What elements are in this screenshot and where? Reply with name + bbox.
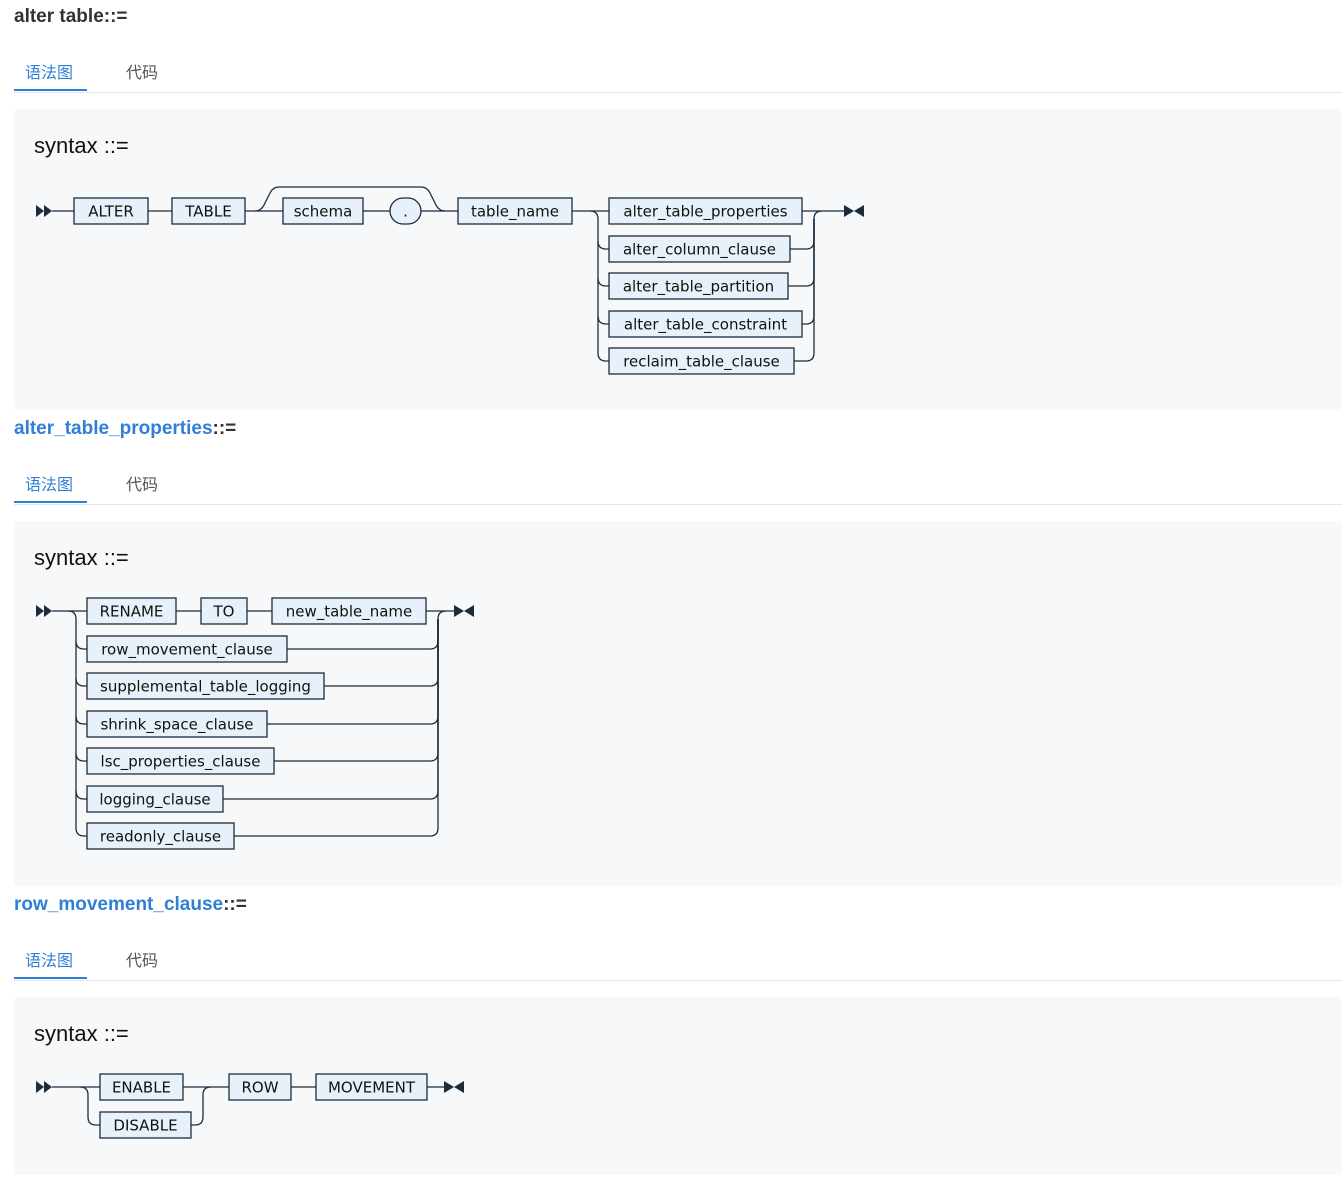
nonterm-alter-column-clause[interactable]: alter_column_clause <box>608 235 791 263</box>
end-marker <box>444 1081 464 1093</box>
start-marker <box>36 205 52 217</box>
section-heading-row-movement-clause[interactable]: row_movement_clause::= <box>14 894 247 916</box>
syntax-panel: syntax ::= RENAME TO new_table_name row_… <box>14 521 1342 886</box>
panel-title-name: syntax <box>34 1021 98 1046</box>
panel-title-sep: ::= <box>97 545 129 570</box>
railroad-diagram: ALTER TABLE schema . table_name alter_ta… <box>36 186 864 375</box>
svg-text:logging_clause: logging_clause <box>99 791 210 810</box>
svg-text:RENAME: RENAME <box>100 603 164 621</box>
tab-syntax-diagram[interactable]: 语法图 <box>14 476 87 503</box>
panel-title: syntax ::= <box>34 1021 129 1047</box>
svg-text:ENABLE: ENABLE <box>112 1079 171 1097</box>
tab-syntax-diagram[interactable]: 语法图 <box>14 952 87 979</box>
heading-link[interactable]: alter_table_properties <box>14 418 213 439</box>
nonterm-alter-table-partition[interactable]: alter_table_partition <box>608 272 789 300</box>
term-disable: DISABLE <box>99 1111 192 1139</box>
svg-text:DISABLE: DISABLE <box>113 1117 177 1135</box>
section-heading-alter-table: alter table::= <box>14 6 128 28</box>
svg-text:lsc_properties_clause: lsc_properties_clause <box>101 753 261 772</box>
svg-text:alter_table_properties: alter_table_properties <box>623 203 787 222</box>
svg-text:new_table_name: new_table_name <box>286 603 413 622</box>
tab-code[interactable]: 代码 <box>126 65 159 82</box>
nonterm-alter-table-constraint[interactable]: alter_table_constraint <box>608 310 803 338</box>
panel-title-sep: ::= <box>97 1021 129 1046</box>
term-movement: MOVEMENT <box>315 1073 428 1101</box>
svg-text:.: . <box>403 203 408 221</box>
svg-text:ALTER: ALTER <box>88 203 134 221</box>
end-marker <box>454 605 474 617</box>
panel-title-name: syntax <box>34 545 98 570</box>
end-marker <box>844 205 864 217</box>
heading-sep: ::= <box>212 418 237 439</box>
svg-text:supplemental_table_logging: supplemental_table_logging <box>100 678 311 697</box>
svg-text:reclaim_table_clause: reclaim_table_clause <box>623 353 780 372</box>
railroad-diagram: RENAME TO new_table_name row_movement_cl… <box>36 597 474 850</box>
start-marker <box>36 605 52 617</box>
heading-link[interactable]: row_movement_clause <box>14 894 224 915</box>
term-alter: ALTER <box>73 197 149 225</box>
nonterm-alter-table-properties[interactable]: alter_table_properties <box>608 197 803 225</box>
svg-text:table_name: table_name <box>471 203 559 222</box>
nonterm-lsc-properties-clause[interactable]: lsc_properties_clause <box>86 747 275 775</box>
svg-text:ROW: ROW <box>241 1079 278 1097</box>
nonterm-supplemental-table-logging[interactable]: supplemental_table_logging <box>86 672 325 700</box>
tab-syntax-diagram[interactable]: 语法图 <box>14 64 87 91</box>
syntax-panel: syntax ::= ENABLE DISABLE ROW MOVEMENT <box>14 997 1342 1175</box>
nonterm-schema[interactable]: schema <box>282 197 364 225</box>
panel-title: syntax ::= <box>34 133 129 159</box>
nonterm-row-movement-clause[interactable]: row_movement_clause <box>86 635 288 663</box>
term-table: TABLE <box>171 197 246 225</box>
tab-code[interactable]: 代码 <box>126 953 159 970</box>
term-to: TO <box>200 597 248 625</box>
tab-code[interactable]: 代码 <box>126 477 159 494</box>
syntax-panel: syntax ::= ALTER TABLE schema . table_na… <box>14 109 1342 410</box>
svg-text:shrink_space_clause: shrink_space_clause <box>100 716 253 735</box>
term-rename: RENAME <box>86 597 177 625</box>
tab-bar: 语法图 代码 <box>14 952 1342 981</box>
heading-name: alter table <box>14 6 104 27</box>
nonterm-shrink-space-clause[interactable]: shrink_space_clause <box>86 710 268 738</box>
panel-title-name: syntax <box>34 133 98 158</box>
tab-bar: 语法图 代码 <box>14 476 1342 505</box>
nonterm-readonly-clause[interactable]: readonly_clause <box>86 822 235 850</box>
svg-text:MOVEMENT: MOVEMENT <box>328 1079 416 1097</box>
svg-text:row_movement_clause: row_movement_clause <box>101 641 273 660</box>
svg-text:TO: TO <box>213 603 235 621</box>
svg-text:alter_table_partition: alter_table_partition <box>623 278 774 297</box>
svg-text:alter_column_clause: alter_column_clause <box>623 241 776 260</box>
panel-title: syntax ::= <box>34 545 129 571</box>
heading-sep: ::= <box>223 894 247 915</box>
nonterm-reclaim-table-clause[interactable]: reclaim_table_clause <box>608 347 795 375</box>
svg-text:schema: schema <box>294 203 353 221</box>
svg-text:alter_table_constraint: alter_table_constraint <box>624 316 787 335</box>
nonterm-new-table-name[interactable]: new_table_name <box>271 597 427 625</box>
nonterm-logging-clause[interactable]: logging_clause <box>86 785 224 813</box>
nonterm-table-name[interactable]: table_name <box>457 197 573 225</box>
panel-title-sep: ::= <box>97 133 129 158</box>
svg-text:readonly_clause: readonly_clause <box>100 828 221 847</box>
svg-text:TABLE: TABLE <box>184 203 231 221</box>
railroad-diagram: ENABLE DISABLE ROW MOVEMENT <box>36 1073 464 1139</box>
tab-bar: 语法图 代码 <box>14 64 1342 93</box>
term-row: ROW <box>228 1073 292 1101</box>
start-marker <box>36 1081 52 1093</box>
section-heading-alter-table-properties[interactable]: alter_table_properties::= <box>14 418 236 440</box>
heading-sep: ::= <box>103 6 128 27</box>
term-dot: . <box>389 197 422 225</box>
term-enable: ENABLE <box>99 1073 184 1101</box>
